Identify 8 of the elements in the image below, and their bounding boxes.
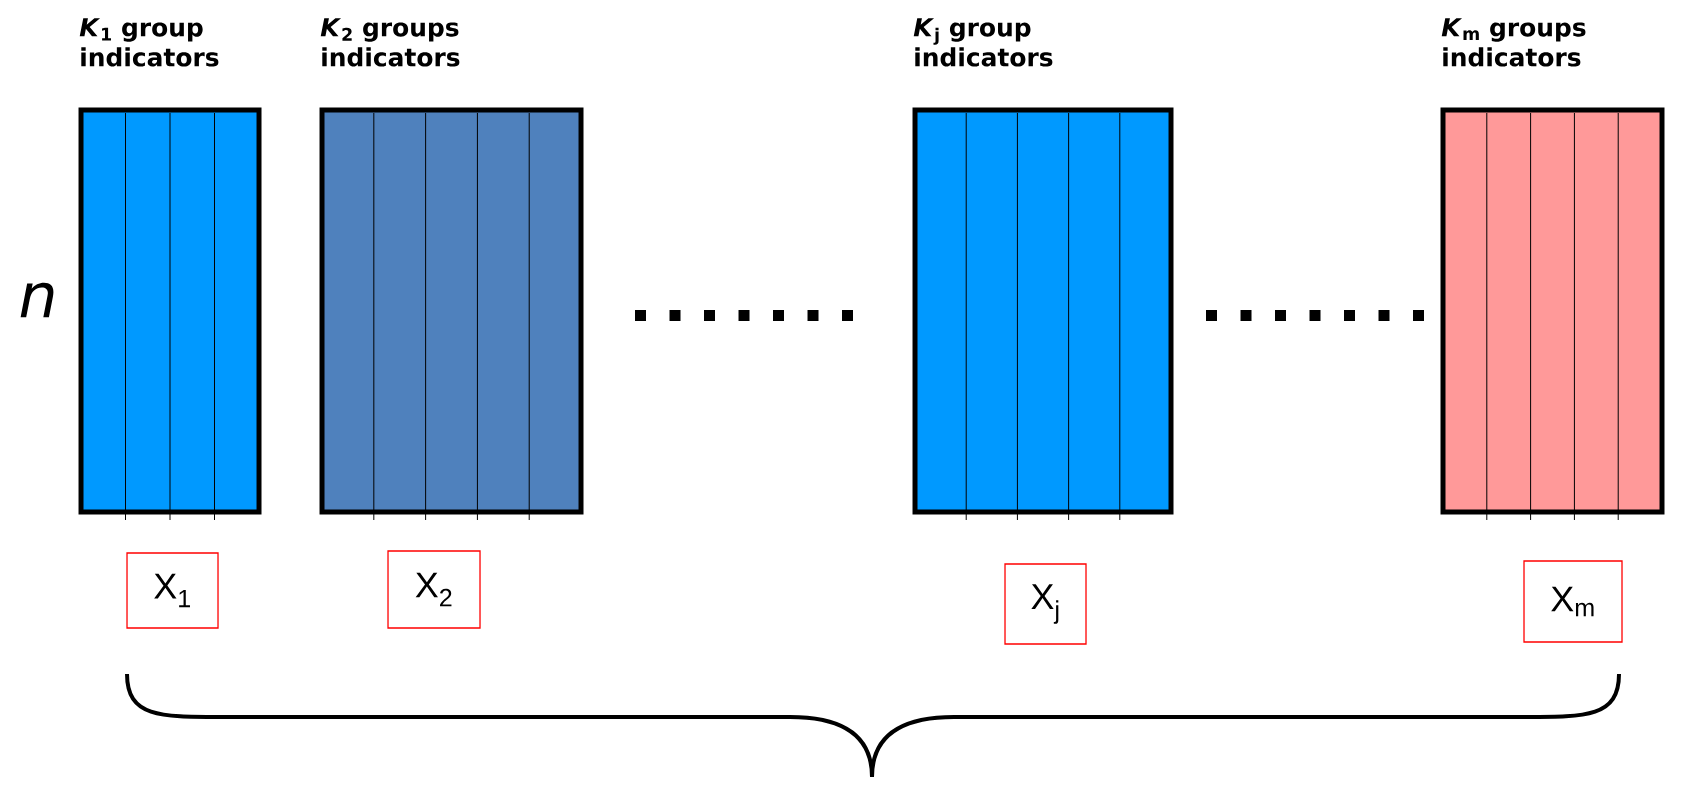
variable-box: X$_{j}$ (1004, 563, 1087, 645)
matrix-heading: K$_{2}$ groups indicators (320, 18, 460, 67)
variable-box: X$_{1}$ (126, 552, 219, 629)
matrix-heading: K$_{j}$ group indicators (913, 18, 1053, 67)
matrix-heading: K$_{m}$ groups indicators (1441, 18, 1586, 67)
variable-box: X$_{2}$ (387, 550, 481, 629)
variable-box: X$_{m}$ (1523, 560, 1623, 643)
matrix-heading: K$_{1}$ group indicators (79, 18, 219, 67)
